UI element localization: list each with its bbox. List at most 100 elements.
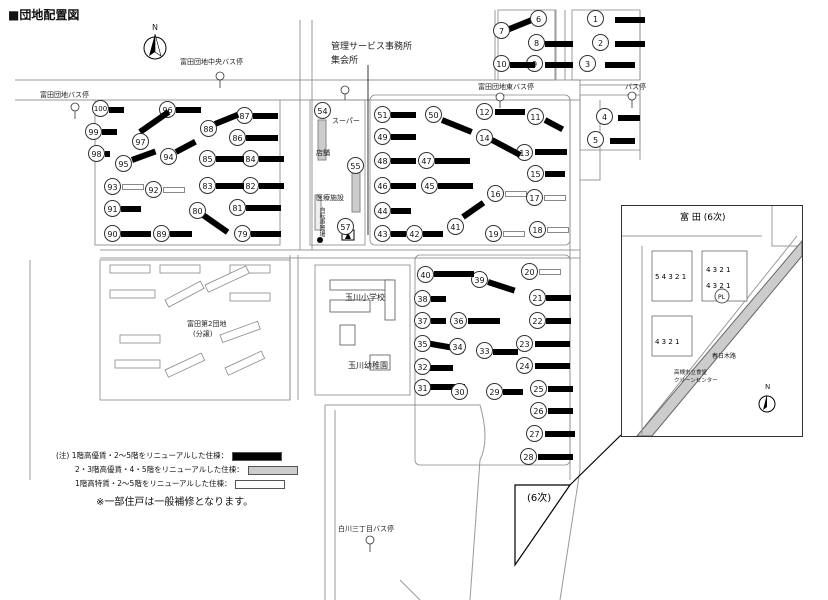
label-bicycle-park: 自転車置場 [318,207,325,237]
building-number: 94 [160,148,177,165]
building-number: 30 [451,383,468,400]
building-number: 91 [104,200,121,217]
building-number: 98 [88,145,105,162]
building-bar [391,112,416,118]
building-number: 6 [530,10,547,27]
label-medical: 医療施設 [316,194,344,202]
inset-center: 高槻市立食堂 [674,370,708,376]
building-number: 10 [493,55,510,72]
building-number: 99 [85,123,102,140]
building-number: 44 [374,202,391,219]
building-bar [615,17,645,23]
label-danchi2-sub: (分譲) [193,330,213,338]
building-number: 83 [199,177,216,194]
label-danchi2: 富田第2団地 [187,320,227,328]
svg-text:PL: PL [718,294,726,301]
building-number: 97 [132,133,149,150]
building-number: 7 [493,22,510,39]
building-number: 18 [529,221,546,238]
building-number: 54 [314,102,331,119]
building-bar [438,183,473,189]
inset-road: 春日木路 [712,353,737,360]
building-number: 48 [374,152,391,169]
building-number: 80 [189,202,206,219]
building-number: 32 [414,358,431,375]
building-number: 31 [414,379,431,396]
building-number: 45 [421,177,438,194]
building-bar [538,454,573,460]
building-number: 79 [234,225,251,242]
building-bar [535,149,567,155]
north-label: N [152,23,158,32]
building-bar [535,363,570,369]
svg-text:4 3 2 1: 4 3 2 1 [655,338,680,346]
building-bar [539,269,561,275]
building-number: 21 [529,289,546,306]
inset-title: 富 田 (6次) [680,213,726,223]
building-number: 5 [587,131,604,148]
label-bus-east: 富田団地東バス停 [478,83,534,91]
building-number: 90 [104,225,121,242]
building-bar [545,431,575,437]
building-number: 20 [521,263,538,280]
building-bar [428,365,453,371]
label-management-office: 管理サービス事務所 [331,42,413,52]
building-number: 37 [414,312,431,329]
building-bar [246,135,278,141]
building-number: 15 [527,165,544,182]
legend-text: 1階高特賃・2〜5階をリニューアルした住棟： [75,479,232,488]
building-number: 46 [374,177,391,194]
label-school: 玉川小学校 [345,293,385,302]
building-bar [251,231,281,237]
building-bar [546,318,571,324]
building-bar [423,231,443,237]
building-bar [431,318,446,324]
building-bar [216,183,244,189]
building-number: 2 [592,34,609,51]
building-number: 12 [476,103,493,120]
building-bar [391,231,406,237]
building-number: 92 [145,181,162,198]
building-bar [503,231,525,237]
building-number: 14 [476,129,493,146]
building-number: 85 [199,150,216,167]
building-bar [391,208,411,214]
label-kindergarten: 玉川幼稚園 [348,361,388,370]
building-number: 84 [242,150,259,167]
building-bar [253,113,278,119]
label-bus-center: 富田団地中央バス停 [180,58,243,66]
building-bar [505,191,527,197]
legend-row-black: (注) 1階高優賃・2〜5階をリニューアルした住棟： [56,449,298,463]
building-number: 23 [516,335,533,352]
building-number: 24 [516,357,533,374]
building-number: 28 [520,448,537,465]
building-number: 38 [414,290,431,307]
building-number: 34 [449,338,466,355]
building-bar [544,195,566,201]
label-shops: 店舗 [316,149,330,157]
building-bar [615,41,645,47]
building-number: 33 [476,342,493,359]
building-bar [510,62,535,68]
legend: (注) 1階高優賃・2〜5階をリニューアルした住棟： 2・3階高優賃・4・5階を… [56,449,298,491]
building-bar [121,206,141,212]
label-bus-south: 白川三丁目バス停 [338,525,394,533]
inset-drawing: 5 4 3 2 1 4 3 2 1 4 3 2 1 4 3 2 1 PL [622,206,802,436]
building-number: 27 [526,425,543,442]
building-number: 40 [417,266,434,283]
svg-text:4 3 2 1: 4 3 2 1 [706,266,731,274]
building-bar [109,107,124,113]
building-number: 29 [486,383,503,400]
building-number: 82 [242,177,259,194]
building-bar [535,341,570,347]
building-number: 88 [200,120,217,137]
building-number: 25 [530,380,547,397]
building-bar [105,151,110,157]
building-number: 17 [526,189,543,206]
building-bar [391,158,416,164]
legend-swatch [235,479,286,489]
building-number: 4 [596,108,613,125]
building-number: 50 [425,106,442,123]
building-number: 1 [587,10,604,27]
inset-map-6th: 5 4 3 2 1 4 3 2 1 4 3 2 1 4 3 2 1 PL 富 田… [621,205,803,437]
